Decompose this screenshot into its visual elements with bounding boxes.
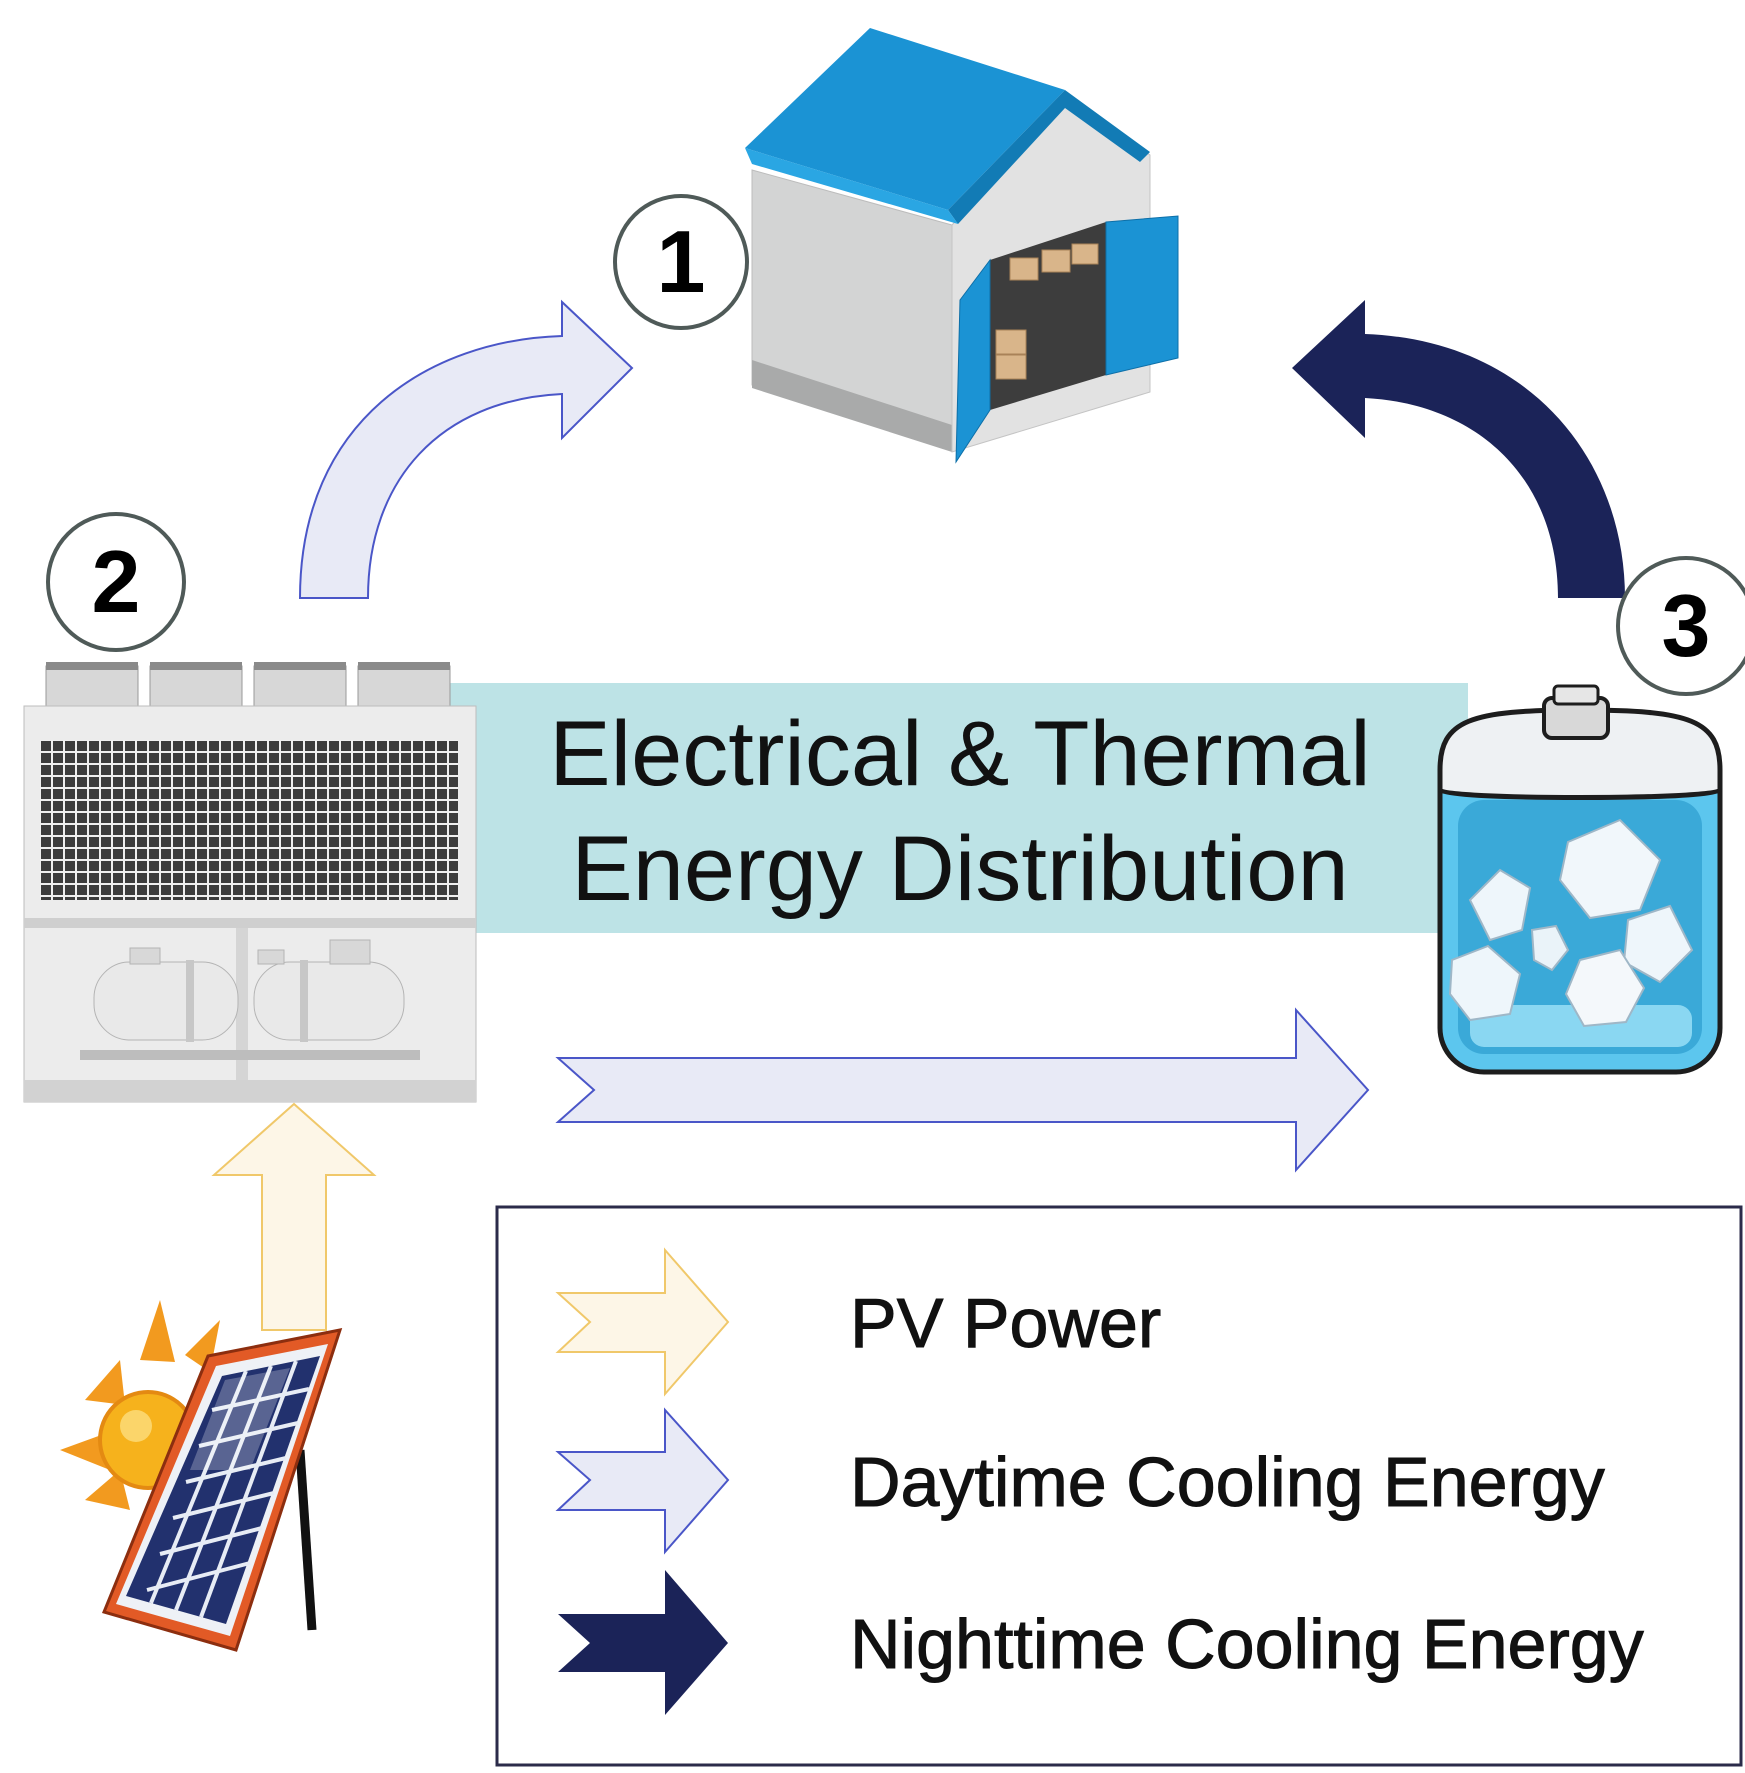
solar-panel-icon: [60, 1300, 343, 1652]
warehouse-icon: [745, 28, 1179, 464]
legend: PV Power Daytime Cooling Energy Nighttim…: [495, 1205, 1743, 1767]
node-badge-1: 1: [613, 194, 749, 330]
node-number-1: 1: [657, 212, 706, 311]
node-badge-3: 3: [1616, 556, 1745, 696]
legend-label-pv-power: PV Power: [850, 1284, 1161, 1362]
legend-label-daytime-cooling: Daytime Cooling Energy: [850, 1443, 1605, 1521]
chiller-fans: [45, 662, 451, 709]
legend-arrow-daytime-cooling: [555, 1407, 730, 1555]
center-label-band: [440, 683, 1468, 933]
legend-item-daytime-cooling: Daytime Cooling Energy: [555, 1407, 1605, 1555]
center-label-line1: Electrical & Thermal: [549, 703, 1370, 805]
ice-storage-tank-icon: [1437, 684, 1723, 1075]
legend-item-nighttime-cooling: Nighttime Cooling Energy: [558, 1570, 1644, 1715]
node-number-3: 3: [1662, 576, 1711, 675]
legend-item-pv-power: PV Power: [555, 1247, 1162, 1397]
chiller-icon: [23, 662, 477, 1103]
center-label-line2: Energy Distribution: [571, 818, 1348, 920]
daytime-cooling-arrow-straight: [555, 1007, 1370, 1173]
node-badge-2: 2: [46, 512, 186, 652]
legend-arrow-nighttime-cooling: [558, 1570, 728, 1715]
legend-label-nighttime-cooling: Nighttime Cooling Energy: [850, 1605, 1644, 1683]
pv-power-arrow: [211, 1102, 377, 1331]
nighttime-cooling-arrow-curved: [1292, 300, 1625, 598]
node-number-2: 2: [92, 532, 141, 631]
legend-arrow-pv-power: [555, 1247, 730, 1397]
center-label: Electrical & Thermal Energy Distribution: [440, 683, 1468, 933]
daytime-cooling-arrow-curved: [298, 299, 634, 599]
